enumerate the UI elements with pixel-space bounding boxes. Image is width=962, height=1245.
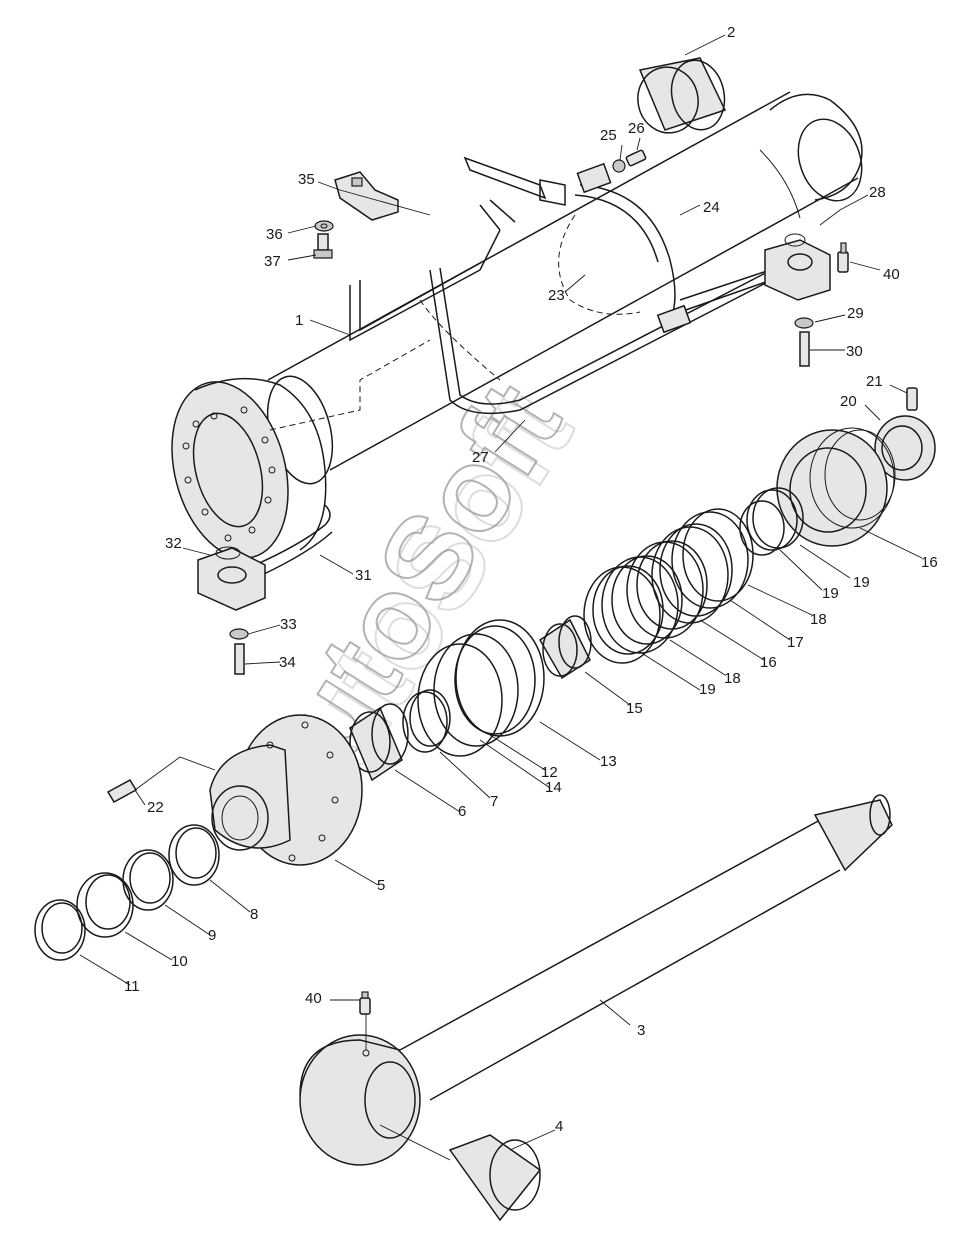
callout-4: 4 xyxy=(555,1118,563,1135)
callout-18-front: 18 xyxy=(724,670,741,687)
hydraulic-pipe-part-33 xyxy=(254,504,333,576)
callout-13: 13 xyxy=(600,753,617,770)
piston-rod-part-3 xyxy=(299,794,893,1166)
callout-38: 36 xyxy=(266,226,283,243)
callout-33: 31 xyxy=(355,567,372,584)
seal-part-10 xyxy=(76,872,134,938)
callout-5: 5 xyxy=(377,877,385,894)
clamp-part-25 xyxy=(558,214,641,315)
seal-part-19-front xyxy=(583,565,664,664)
bushing-part-6 xyxy=(349,703,409,782)
bushing-part-2 xyxy=(637,57,727,134)
wiper-part-11 xyxy=(34,899,86,961)
set-screw-part-23 xyxy=(906,387,918,411)
callout-2: 2 xyxy=(727,24,735,41)
mount-plate xyxy=(463,156,566,206)
callout-21: 19 xyxy=(853,574,870,591)
bracket-part-37 xyxy=(334,171,399,221)
seal-part-18-rear xyxy=(651,523,733,624)
callout-34: 32 xyxy=(165,535,182,552)
pipe-block-part-30 xyxy=(764,233,831,301)
callout-labels: 2 25 26 24 23 35 36 37 1 27 28 40 29 30 … xyxy=(124,24,938,1135)
cylinder-tube-part-1 xyxy=(171,91,863,559)
screw-part-28 xyxy=(625,149,647,167)
callout-8: 8 xyxy=(250,906,258,923)
callout-6: 6 xyxy=(458,803,466,820)
callout-36: 34 xyxy=(279,654,296,671)
callout-1: 1 xyxy=(295,312,303,329)
lock-nut-part-22 xyxy=(874,415,936,481)
nut-part-27 xyxy=(612,159,626,173)
washer-part-31 xyxy=(794,317,814,329)
hydraulic-pipe-part-29 xyxy=(349,199,821,415)
callout-22: 20 xyxy=(840,393,857,410)
flange-bolt-holes xyxy=(182,406,276,542)
washer-part-38 xyxy=(314,220,334,232)
callout-17: 16 xyxy=(760,654,777,671)
callout-39: 37 xyxy=(264,253,281,270)
callout-12: 12 xyxy=(541,764,558,781)
callout-23: 21 xyxy=(866,373,883,390)
callout-27: 25 xyxy=(600,127,617,144)
callout-37: 35 xyxy=(298,171,315,188)
callout-40-rod: 40 xyxy=(305,990,322,1007)
callout-30: 28 xyxy=(869,184,886,201)
callout-16: 16 xyxy=(921,554,938,571)
leader-lines xyxy=(79,34,923,1161)
callout-15: 15 xyxy=(626,700,643,717)
callout-32: 30 xyxy=(846,343,863,360)
callout-19-front: 19 xyxy=(699,681,716,698)
callout-40-top: 40 xyxy=(883,266,900,283)
callout-24: 22 xyxy=(147,799,164,816)
screw-part-36 xyxy=(234,643,245,675)
callout-14: 14 xyxy=(545,779,562,796)
callout-25: 23 xyxy=(548,287,565,304)
callout-3: 3 xyxy=(637,1022,645,1039)
callout-35: 33 xyxy=(280,616,297,633)
pipe-clamp-part-26 xyxy=(574,162,692,334)
piston-part-16 xyxy=(776,427,896,547)
screw-part-32 xyxy=(799,331,810,367)
callout-26: 24 xyxy=(703,199,720,216)
bushing-part-4 xyxy=(448,1134,542,1222)
callout-11: 11 xyxy=(124,978,140,995)
callout-19-rear: 18 xyxy=(810,611,827,628)
callout-10: 10 xyxy=(171,953,188,970)
bolt-part-39 xyxy=(313,233,333,259)
callout-31: 29 xyxy=(847,305,864,322)
callout-9: 9 xyxy=(208,927,216,944)
pipe-block-part-34 xyxy=(197,546,266,611)
bushing-part-15 xyxy=(538,615,592,680)
callout-7: 7 xyxy=(490,793,498,810)
backup-ring-part-14 xyxy=(417,643,503,757)
callout-18-rear: 17 xyxy=(787,634,804,651)
seal-part-8 xyxy=(168,824,220,886)
grease-nipple-part-40-top xyxy=(837,242,849,273)
seal-part-19-rear xyxy=(671,508,754,609)
guide-ring-part-21 xyxy=(746,487,804,551)
callout-20: 19 xyxy=(822,585,839,602)
ring-part-20 xyxy=(739,500,785,556)
seal-part-18-front xyxy=(601,555,683,654)
seal-part-7 xyxy=(402,689,451,753)
cylinder-head-part-5 xyxy=(209,714,363,866)
washer-part-35 xyxy=(229,628,249,640)
callout-29: 27 xyxy=(472,449,489,466)
callout-28: 26 xyxy=(628,120,645,137)
screw-part-24 xyxy=(106,778,138,804)
grease-nipple-part-40-rod xyxy=(359,991,371,1015)
